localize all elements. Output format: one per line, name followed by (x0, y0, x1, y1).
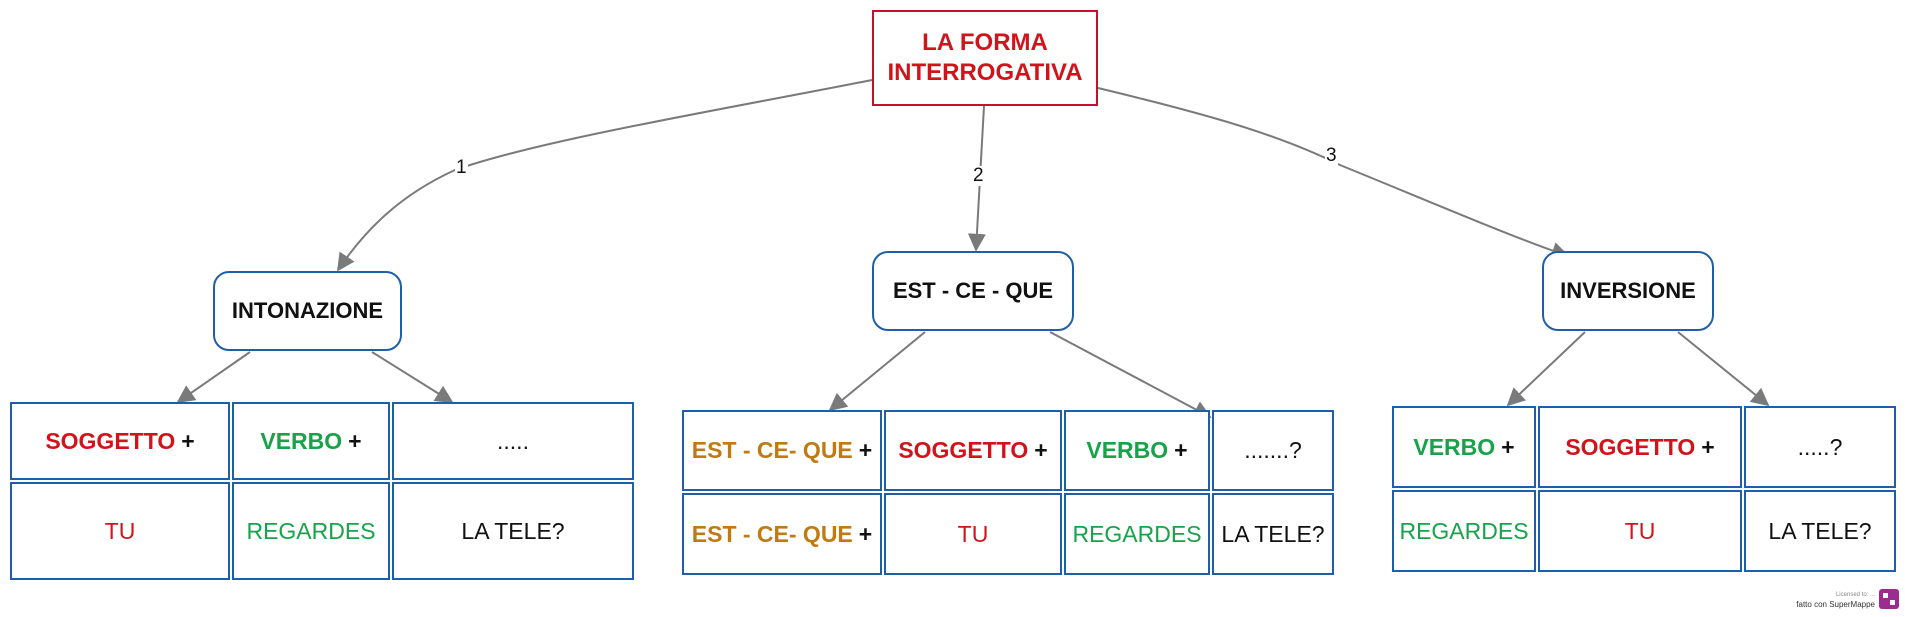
branch-node-intonazione[interactable]: INTONAZIONE (213, 271, 402, 351)
cell-text: SOGGETTO (898, 437, 1029, 463)
cell-text: LA TELE? (461, 517, 565, 544)
cell-verb: VERBO+ (232, 402, 390, 480)
edge-inversione-right (1677, 331, 1770, 407)
cell-example-est-ce-que: EST - CE- QUE+ (682, 493, 882, 575)
cell-text: VERBO (1086, 437, 1169, 463)
plus-sign: + (1501, 433, 1515, 460)
plus-sign: + (348, 427, 362, 454)
plus-sign: + (1034, 437, 1048, 463)
cell-est-ce-que: EST - CE- QUE+ (682, 410, 882, 491)
cell-text: TU (957, 520, 989, 547)
supermappe-watermark: Licensed to: ... fatto con SuperMappe (1796, 589, 1899, 609)
edge-intonazione-left (176, 351, 251, 404)
edge-label-2: 2 (972, 165, 985, 186)
branch-node-inversione[interactable]: INVERSIONE (1542, 251, 1714, 331)
edge-estcequ-right (1049, 331, 1212, 418)
cell-text: REGARDES (246, 517, 376, 544)
cell-text: TU (104, 517, 136, 544)
cell-subject: SOGGETTO+ (1538, 406, 1742, 488)
cell-text: EST - CE- QUE (691, 437, 853, 463)
cell-subject: SOGGETTO+ (884, 410, 1062, 491)
root-title-line1: LA FORMA (922, 29, 1048, 56)
branch-title: EST - CE - QUE (892, 278, 1054, 303)
cell-verb: VERBO+ (1064, 410, 1210, 491)
edge-estcequ-left (828, 331, 926, 412)
cell-rest: ..... (392, 402, 634, 480)
branch-title: INVERSIONE (1560, 278, 1696, 303)
root-title-line2: INTERROGATIVA (887, 59, 1083, 86)
cell-example-rest: LA TELE? (392, 482, 634, 580)
cell-example-verb: REGARDES (232, 482, 390, 580)
cell-text: LA TELE? (1221, 520, 1325, 547)
edge-root-to-inversione (1097, 87, 1570, 260)
brand-made-with-text: fatto con SuperMappe (1796, 600, 1875, 609)
cell-text: .....? (1797, 433, 1843, 460)
cell-rest: .....? (1744, 406, 1896, 488)
cell-example-subject: TU (884, 493, 1062, 575)
branch-node-est-ce-que[interactable]: EST - CE - QUE (872, 251, 1074, 331)
cell-example-verb: REGARDES (1064, 493, 1210, 575)
cell-text: VERBO (260, 427, 343, 454)
plus-sign: + (1701, 433, 1715, 460)
cell-text: SOGGETTO (1565, 433, 1696, 460)
plus-sign: + (1174, 437, 1188, 463)
cell-text: SOGGETTO (45, 427, 176, 454)
branch-title: INTONAZIONE (231, 298, 384, 323)
plus-sign: + (858, 520, 873, 547)
edge-label-1: 1 (455, 157, 468, 178)
supermappe-logo-icon (1879, 589, 1899, 609)
edge-inversione-left (1506, 331, 1586, 407)
cell-verb: VERBO+ (1392, 406, 1536, 488)
plus-sign: + (181, 427, 195, 454)
edge-label-3: 3 (1325, 145, 1338, 166)
plus-sign: + (858, 437, 873, 463)
cell-text: EST - CE- QUE (691, 520, 853, 547)
cell-text: TU (1624, 517, 1656, 544)
edge-intonazione-right (371, 351, 454, 403)
cell-example-subject: TU (10, 482, 230, 580)
cell-text: VERBO (1413, 433, 1496, 460)
cell-text: REGARDES (1399, 517, 1529, 544)
cell-subject: SOGGETTO+ (10, 402, 230, 480)
cell-text: LA TELE? (1768, 517, 1872, 544)
brand-license-text: Licensed to: ... (1835, 592, 1875, 598)
cell-text: REGARDES (1072, 520, 1202, 547)
brand-text-block: Licensed to: ... fatto con SuperMappe (1796, 591, 1875, 609)
cell-example-subject: TU (1538, 490, 1742, 572)
cell-rest: .......? (1212, 410, 1334, 491)
root-node[interactable]: LA FORMA INTERROGATIVA (872, 10, 1098, 106)
edge-root-to-intonazione (336, 79, 873, 272)
cell-text: ..... (497, 427, 529, 454)
cell-example-rest: LA TELE? (1744, 490, 1896, 572)
cell-example-rest: LA TELE? (1212, 493, 1334, 575)
cell-text: .......? (1244, 437, 1302, 463)
cell-example-verb: REGARDES (1392, 490, 1536, 572)
